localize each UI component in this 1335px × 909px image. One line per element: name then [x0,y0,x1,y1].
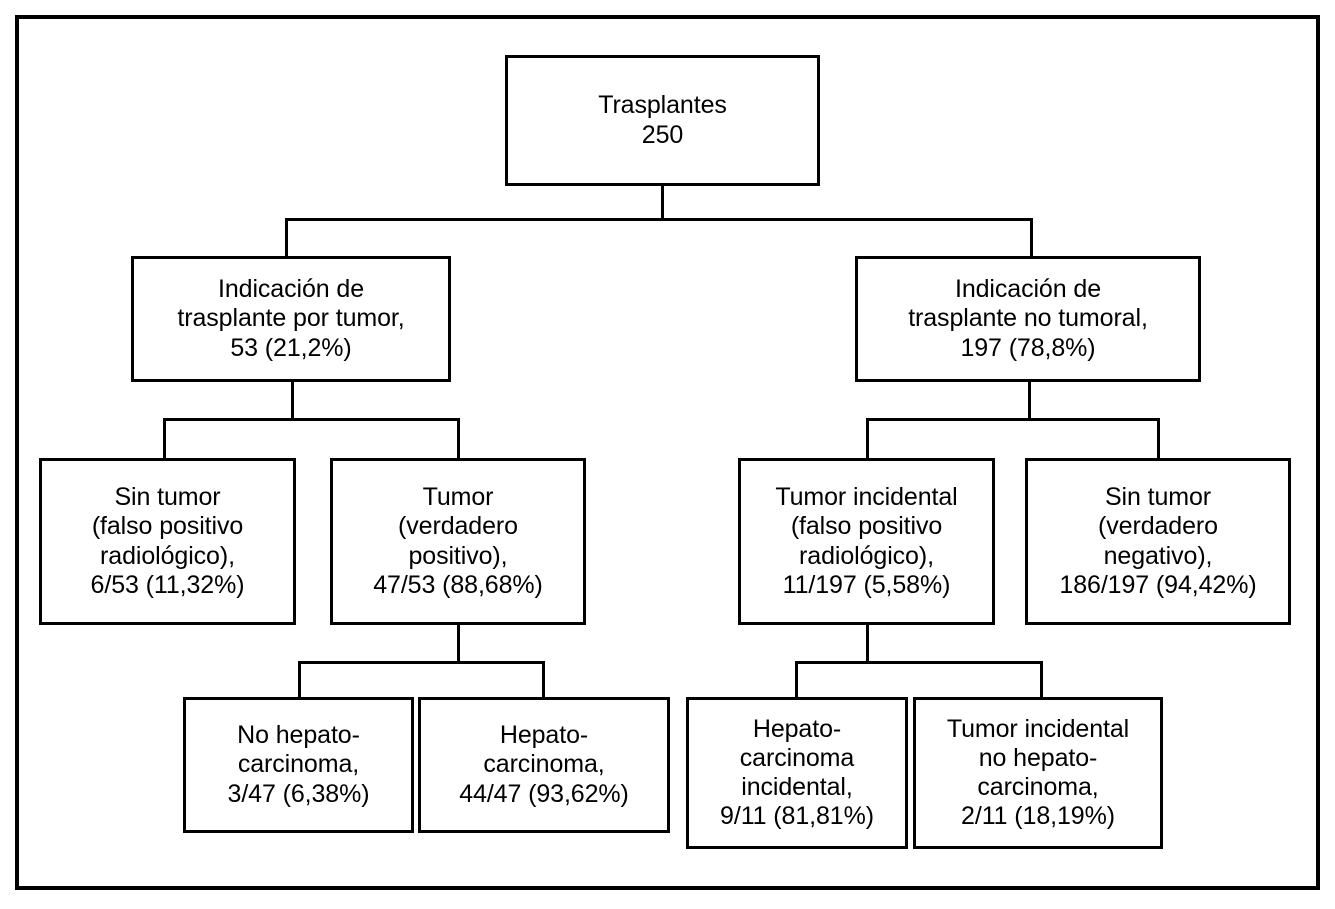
node-indicacion-tumor[interactable]: Indicación de trasplante por tumor, 53 (… [131,256,451,382]
connector-root-down [661,186,664,220]
connector-level4-left-bus [298,661,545,664]
node-tumor-incidental-no-hepatocarcinoma[interactable]: Tumor incidental no hepato- carcinoma, 2… [913,697,1163,849]
connector-level3-right-bus [866,418,1160,421]
node-indicacion-no-tumoral[interactable]: Indicación de trasplante no tumoral, 197… [855,256,1201,382]
node-trasplantes-label: Trasplantes 250 [598,91,727,149]
node-sin-tumor-verdadero-negativo[interactable]: Sin tumor (verdadero negativo), 186/197 … [1025,458,1291,625]
connector-level4-box2-down [542,661,545,697]
connector-level2-bus [285,218,1033,221]
node-tumor-verdadero-positivo[interactable]: Tumor (verdadero positivo), 47/53 (88,68… [330,458,586,625]
node-hepatocarcinoma-incidental[interactable]: Hepato- carcinoma incidental, 9/11 (81,8… [686,697,908,849]
node-tumor-incidental-falso-positivo[interactable]: Tumor incidental (falso positivo radioló… [738,458,995,625]
connector-level2-right-down [1030,218,1033,256]
connector-tumor-down [291,382,294,420]
connector-tumor-incidental-down [866,625,869,663]
connector-level3-box3-down [866,418,869,458]
node-tumor-incidental-falso-positivo-label: Tumor incidental (falso positivo radioló… [775,483,958,599]
node-hepatocarcinoma-incidental-label: Hepato- carcinoma incidental, 9/11 (81,8… [720,714,874,831]
connector-level2-left-down [285,218,288,256]
connector-level3-box4-down [1157,418,1160,458]
node-tumor-incidental-no-hepatocarcinoma-label: Tumor incidental no hepato- carcinoma, 2… [946,714,1130,831]
node-trasplantes[interactable]: Trasplantes 250 [505,55,820,186]
node-no-hepatocarcinoma[interactable]: No hepato- carcinoma, 3/47 (6,38%) [183,697,414,833]
connector-level4-box1-down [298,661,301,697]
connector-tumor-vp-down [457,625,460,663]
node-indicacion-tumor-label: Indicación de trasplante por tumor, 53 (… [177,275,405,362]
node-no-hepatocarcinoma-label: No hepato- carcinoma, 3/47 (6,38%) [227,721,370,808]
node-sin-tumor-verdadero-negativo-label: Sin tumor (verdadero negativo), 186/197 … [1059,483,1257,599]
connector-level3-box2-down [457,418,460,458]
connector-level4-right-bus [795,661,1043,664]
node-hepatocarcinoma-label: Hepato- carcinoma, 44/47 (93,62%) [459,721,629,808]
connector-level4-box3-down [795,661,798,697]
connector-no-tumoral-down [1028,382,1031,420]
node-sin-tumor-falso-positivo[interactable]: Sin tumor (falso positivo radiológico), … [39,458,296,625]
node-tumor-verdadero-positivo-label: Tumor (verdadero positivo), 47/53 (88,68… [373,483,543,599]
node-hepatocarcinoma[interactable]: Hepato- carcinoma, 44/47 (93,62%) [418,697,670,833]
figure-border [15,15,1320,890]
connector-level3-left-bus [163,418,460,421]
node-indicacion-no-tumoral-label: Indicación de trasplante no tumoral, 197… [908,275,1148,362]
connector-level3-box1-down [163,418,166,458]
node-sin-tumor-falso-positivo-label: Sin tumor (falso positivo radiológico), … [90,483,245,599]
connector-level4-box4-down [1040,661,1043,697]
